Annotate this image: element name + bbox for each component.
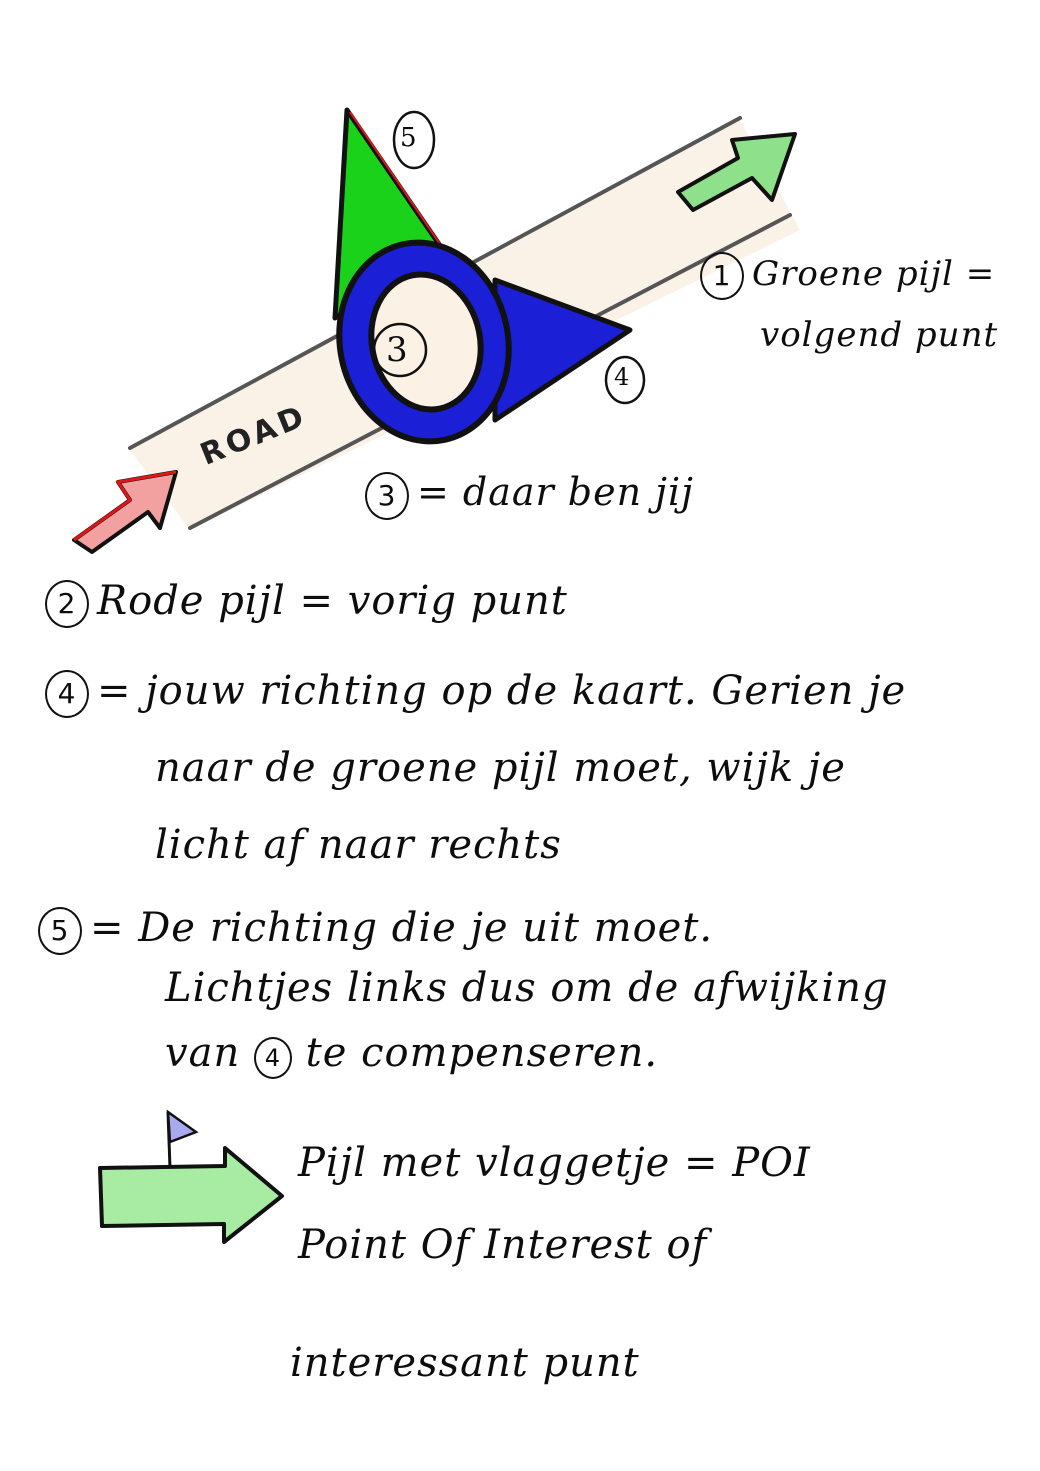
- legend-item-4-line2: naar de groene pijl moet, wijk je: [155, 745, 846, 791]
- legend-item-3: 3= daar ben jij: [365, 470, 694, 520]
- legend-number-2: 2: [45, 580, 89, 628]
- legend-item-5-line3-post: te compenseren.: [305, 1030, 659, 1076]
- legend-item-1-line2: volgend punt: [760, 315, 999, 355]
- poi-legend-line2: Point Of Interest of: [298, 1222, 708, 1268]
- legend-number-1: 1: [700, 252, 744, 300]
- marker-label-3: 3: [386, 330, 409, 370]
- poi-arrow-icon: [98, 1109, 284, 1244]
- legend-item-4: 4= jouw richting op de kaart. Gerien je: [45, 668, 906, 718]
- next-point-arrow-icon: [676, 132, 797, 212]
- marker-circles: [372, 110, 646, 405]
- legend-item-4-line3: licht af naar rechts: [155, 822, 562, 868]
- poi-legend-line3: interessant punt: [290, 1340, 640, 1386]
- legend-number-4: 4: [45, 670, 89, 718]
- legend-item-1-line1: Groene pijl =: [752, 254, 996, 294]
- marker-label-5: 5: [400, 123, 418, 153]
- legend-item-3-text: = daar ben jij: [417, 470, 694, 514]
- legend-item-2-text: Rode pijl = vorig punt: [97, 578, 568, 624]
- marker-label-4: 4: [614, 363, 631, 391]
- legend-number-5: 5: [38, 907, 82, 955]
- poi-legend-line1: Pijl met vlaggetje = POI: [298, 1140, 811, 1186]
- legend-item-5-line2: Lichtjes links dus om de afwijking: [165, 965, 889, 1011]
- legend-item-5-line3: van 4 te compenseren.: [165, 1030, 658, 1079]
- previous-point-arrow-icon: [72, 470, 178, 554]
- legend-item-4-line1: = jouw richting op de kaart. Gerien je: [97, 668, 907, 714]
- legend-item-5: 5= De richting die je uit moet.: [38, 905, 713, 955]
- legend-item-5-line1: = De richting die je uit moet.: [90, 905, 714, 951]
- legend-reference-4: 4: [253, 1037, 292, 1079]
- legend-number-3: 3: [365, 471, 409, 520]
- legend-item-5-line3-pre: van: [165, 1030, 241, 1076]
